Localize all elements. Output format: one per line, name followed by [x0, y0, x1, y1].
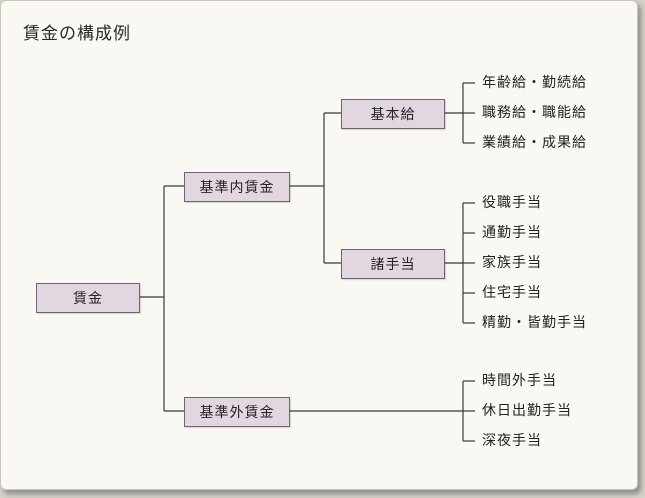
- leaf-item: 深夜手当: [482, 433, 542, 449]
- leaf-item: 休日出勤手当: [482, 403, 572, 419]
- leaf-item: 時間外手当: [482, 373, 557, 389]
- node-inner-wage: 基準内賃金: [184, 172, 290, 202]
- leaf-item: 精勤・皆勤手当: [482, 315, 587, 331]
- diagram-title: 賃金の構成例: [23, 24, 131, 44]
- leaf-item: 住宅手当: [482, 285, 542, 301]
- diagram-page: 賃金の構成例 賃金 基準内賃金 基準外賃金 基本給: [0, 0, 638, 490]
- leaf-item: 通勤手当: [482, 225, 542, 241]
- node-base-salary: 基本給: [341, 99, 445, 129]
- leaf-item: 職務給・職能給: [482, 105, 587, 121]
- leaf-item: 業績給・成果給: [482, 135, 587, 151]
- leaf-item: 家族手当: [482, 255, 542, 271]
- node-root: 賃金: [36, 283, 140, 313]
- leaf-item: 年齢給・勤続給: [482, 75, 587, 91]
- leaf-item: 役職手当: [482, 195, 542, 211]
- node-allowances: 諸手当: [341, 249, 445, 279]
- tree-connectors: [138, 82, 475, 442]
- node-outer-wage: 基準外賃金: [184, 397, 290, 427]
